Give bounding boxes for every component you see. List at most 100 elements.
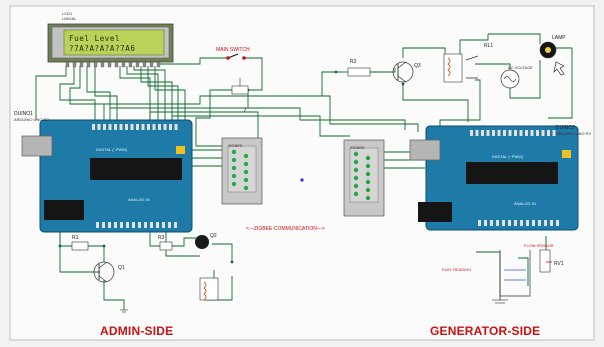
header-pin bbox=[156, 222, 159, 228]
zigbee-pin bbox=[365, 179, 371, 185]
zigbee-pin bbox=[243, 153, 249, 159]
mouse-cursor-icon bbox=[553, 61, 565, 76]
transistor-q1 bbox=[93, 261, 115, 283]
atmega-chip-2 bbox=[466, 162, 558, 184]
lcd-ref: LCD1 bbox=[62, 11, 73, 16]
atmega-chip bbox=[90, 158, 182, 180]
main-switch[interactable] bbox=[226, 53, 246, 60]
header-pin bbox=[174, 222, 177, 228]
zigbee-pin bbox=[231, 149, 237, 155]
admin-side-label: ADMIN-SIDE bbox=[100, 324, 174, 338]
header-pin bbox=[168, 222, 171, 228]
header-pin bbox=[152, 124, 156, 130]
zigbee-pin bbox=[365, 155, 371, 161]
zigbee-pin bbox=[243, 177, 249, 183]
header-pin bbox=[525, 130, 528, 136]
header-pin bbox=[478, 220, 481, 226]
ac-voltage-label: AC VOLTAGE bbox=[508, 65, 533, 70]
arduino-generator-board bbox=[409, 125, 579, 231]
resistor-r3 bbox=[159, 241, 173, 251]
zigbee-pin bbox=[243, 169, 249, 175]
q1-label: Q1 bbox=[118, 265, 125, 271]
header-pin bbox=[72, 61, 77, 68]
header-pin bbox=[100, 61, 105, 68]
header-pin bbox=[486, 130, 490, 136]
header-pin bbox=[142, 61, 147, 68]
lcd-screen bbox=[63, 29, 165, 56]
zigbee-pin bbox=[365, 187, 371, 193]
header-pin bbox=[141, 124, 145, 130]
lcd-part: LM016L bbox=[62, 16, 77, 21]
header-pin bbox=[79, 61, 84, 68]
zigbee-pin bbox=[353, 167, 359, 173]
power-jack-2 bbox=[418, 202, 452, 222]
usb-connector-2 bbox=[409, 139, 441, 161]
generator-board-part: ARDUINO UNO R3 bbox=[556, 131, 591, 136]
generator-digital-label: DIGITAL (~PWM) bbox=[492, 154, 523, 159]
zigbee-communication-label: <---ZIGBEE-COMMUNICATION---> bbox=[246, 226, 325, 232]
header-pin bbox=[93, 61, 98, 68]
rl1-label: RL1 bbox=[484, 43, 494, 49]
header-pin bbox=[484, 220, 487, 226]
usb-connector bbox=[21, 135, 53, 157]
generator-board-ref: DUINO2 bbox=[556, 125, 575, 131]
admin-digital-label: DIGITAL (~PWM) bbox=[96, 147, 127, 152]
flow-sensor-label: FLOW SENSOR bbox=[524, 243, 554, 248]
reset-button-2 bbox=[562, 150, 571, 158]
motor-coil bbox=[199, 277, 219, 301]
potentiometer-rv2 bbox=[231, 78, 249, 113]
zigbee-pin bbox=[353, 183, 359, 189]
zigbee-pin bbox=[365, 171, 371, 177]
header-pin bbox=[547, 130, 550, 136]
header-pin bbox=[490, 220, 493, 226]
zigbee-pin bbox=[353, 191, 359, 197]
header-pin bbox=[496, 220, 499, 226]
zigbee-module-right bbox=[343, 139, 385, 217]
header-pin bbox=[130, 124, 134, 130]
header-pin bbox=[502, 220, 505, 226]
header-pin bbox=[126, 222, 129, 228]
header-pin bbox=[108, 222, 111, 228]
admin-board-part: ARDUINO UNO R3 bbox=[14, 117, 49, 122]
header-pin bbox=[121, 61, 126, 68]
r3-label: R3 bbox=[158, 235, 165, 241]
header-pin bbox=[497, 130, 501, 136]
header-pin bbox=[475, 130, 479, 136]
power-jack bbox=[44, 200, 84, 220]
admin-analog-label: ANALOG IN bbox=[128, 197, 150, 202]
zigbee-pin bbox=[231, 157, 237, 163]
header-pin bbox=[174, 124, 178, 130]
header-pin bbox=[552, 130, 556, 136]
zigbee-pin bbox=[365, 163, 371, 169]
header-pin bbox=[532, 220, 535, 226]
zigbee-pin bbox=[365, 195, 371, 201]
generator-analog-label: ANALOG IN bbox=[514, 201, 536, 206]
resistor-r2 bbox=[347, 67, 371, 77]
header-pin bbox=[125, 124, 128, 130]
header-pin bbox=[541, 130, 545, 136]
zigbee-pin bbox=[231, 181, 237, 187]
r2-label: R2 bbox=[350, 59, 357, 65]
header-pin bbox=[128, 61, 133, 68]
wire-network bbox=[35, 33, 573, 310]
lcd-line-1: Fuel Level bbox=[69, 34, 121, 43]
header-pin bbox=[102, 222, 105, 228]
ground-symbols bbox=[120, 299, 508, 313]
zigbee-right-label: ZIGBEE bbox=[350, 145, 365, 150]
main-switch-label: MAIN SWITCH bbox=[216, 47, 250, 53]
header-pin bbox=[107, 61, 112, 68]
header-pin bbox=[136, 124, 139, 130]
fuel-tank bbox=[499, 250, 531, 297]
r1-label: R1 bbox=[72, 235, 79, 241]
buzzer bbox=[195, 235, 209, 249]
header-pin bbox=[519, 130, 523, 136]
header-pin bbox=[163, 124, 167, 130]
header-pin bbox=[514, 220, 517, 226]
header-pin bbox=[97, 124, 101, 130]
header-pin bbox=[536, 130, 539, 136]
header-pin bbox=[544, 220, 547, 226]
rv1-label: RV1 bbox=[554, 261, 564, 267]
header-pin bbox=[103, 124, 106, 130]
header-pin bbox=[92, 124, 95, 130]
